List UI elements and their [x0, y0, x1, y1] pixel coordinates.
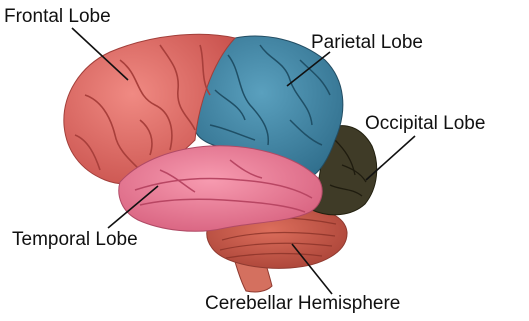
occipital-lobe-label: Occipital Lobe — [365, 114, 485, 133]
temporal-lobe-label: Temporal Lobe — [12, 230, 138, 249]
frontal-lobe-label: Frontal Lobe — [4, 7, 111, 26]
parietal-lobe-label: Parietal Lobe — [311, 33, 423, 52]
cerebellar-hemisphere-label: Cerebellar Hemisphere — [205, 294, 400, 313]
